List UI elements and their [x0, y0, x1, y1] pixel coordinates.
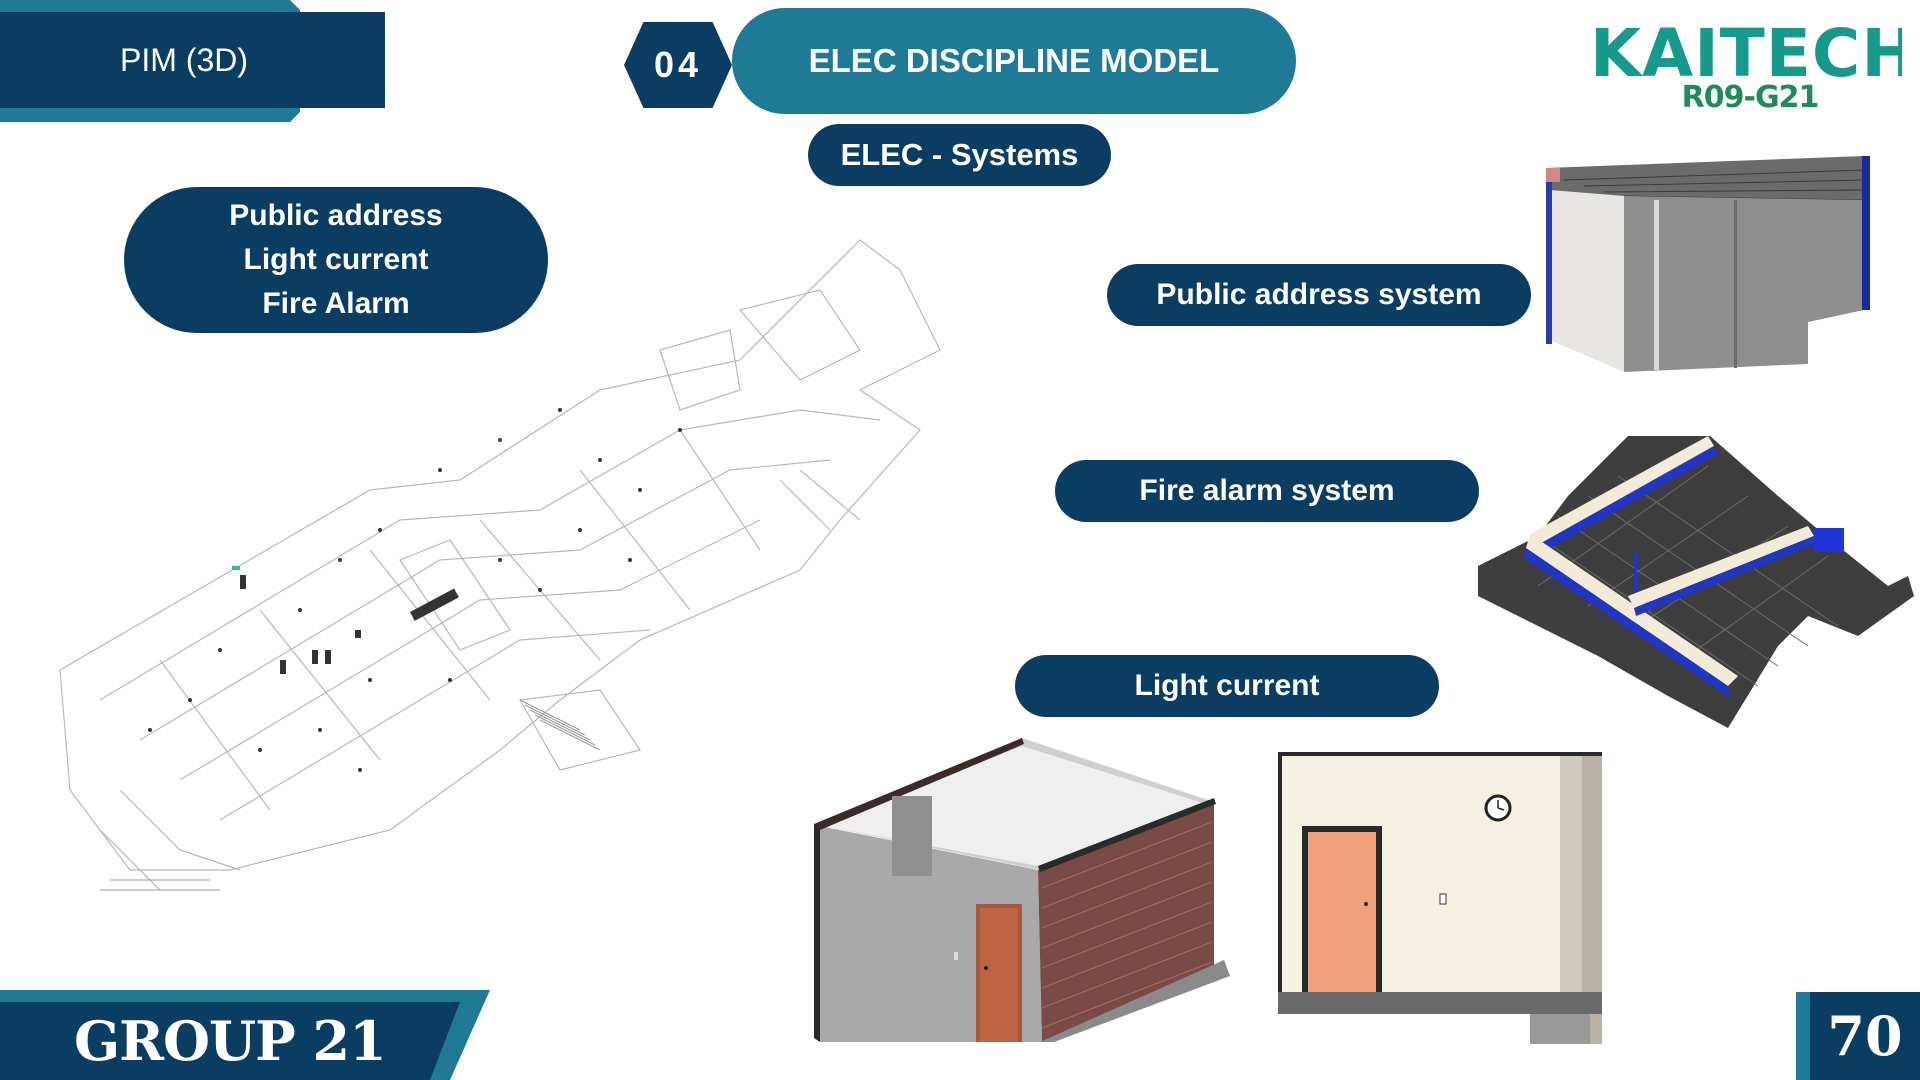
light-current-wall-elevation: [1278, 752, 1602, 1044]
light-current-room-3d: [814, 738, 1230, 1042]
logo-main-text: KAITECH: [1590, 20, 1902, 90]
summary-line-3: Fire Alarm: [262, 287, 410, 320]
public-address-label-text: Public address system: [1156, 278, 1482, 311]
section-tab-label: PIM (3D): [120, 41, 248, 78]
page-number-box: 70: [1810, 992, 1920, 1080]
summary-line-2: Light current: [243, 243, 429, 276]
group-banner: GROUP 21: [0, 1002, 460, 1080]
section-number-badge: 04: [624, 22, 732, 108]
building-floor-plan-3d: [59, 239, 941, 891]
public-address-room-3d: [1546, 156, 1870, 372]
page-title: ELEC DISCIPLINE MODEL: [732, 8, 1296, 114]
page-number: 70: [1827, 1004, 1903, 1068]
fire-alarm-ceiling-3d: [1478, 436, 1914, 728]
group-label: GROUP 21: [74, 1009, 387, 1073]
logo-subtitle: R09-G21: [1681, 80, 1820, 115]
kaitech-logo: KAITECH: [1590, 20, 1902, 90]
systems-summary-pill: Public address Light current Fire Alarm: [124, 187, 548, 333]
light-current-label: Light current: [1015, 655, 1439, 717]
public-address-label: Public address system: [1107, 264, 1531, 326]
light-current-label-text: Light current: [1134, 669, 1320, 702]
page-subtitle-text: ELEC - Systems: [840, 137, 1079, 172]
summary-line-1: Public address: [229, 199, 443, 232]
fire-alarm-label-text: Fire alarm system: [1139, 474, 1395, 507]
section-tab: PIM (3D): [0, 12, 385, 108]
section-number: 04: [653, 44, 703, 85]
page-title-text: ELEC DISCIPLINE MODEL: [808, 42, 1220, 79]
fire-alarm-label: Fire alarm system: [1055, 460, 1479, 522]
page-subtitle: ELEC - Systems: [808, 124, 1111, 186]
